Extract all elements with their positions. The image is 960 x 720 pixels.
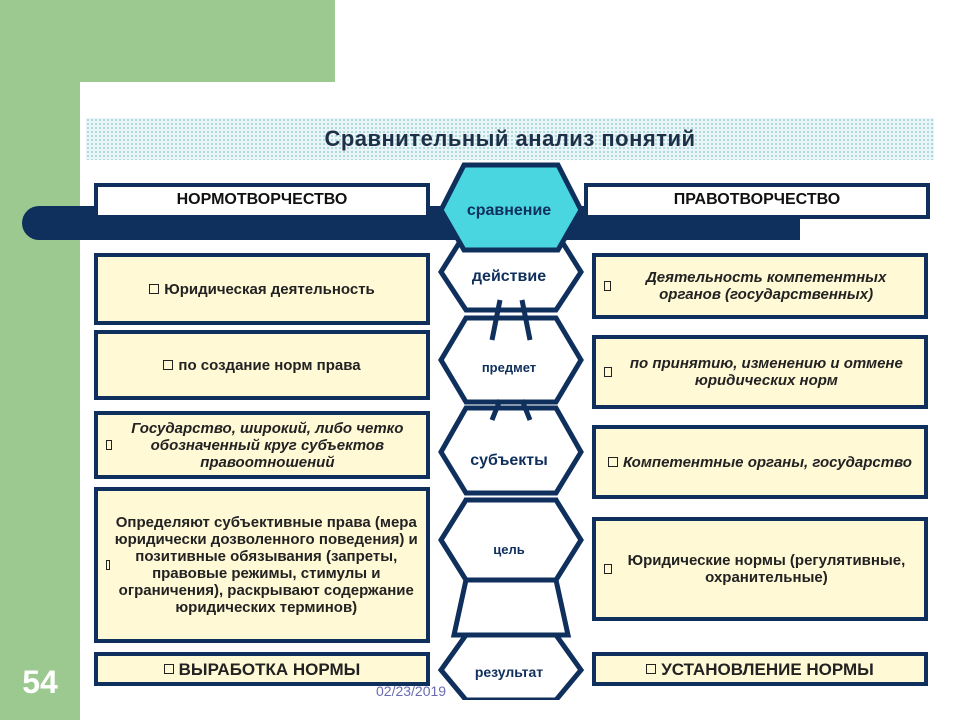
checkbox-icon (604, 564, 612, 574)
right-box-result: УСТАНОВЛЕНИЕ НОРМЫ (592, 652, 928, 686)
right-box-goal: Юридические нормы (регулятивные, охранит… (592, 517, 928, 621)
right-box-activity: Деятельность компетентных органов (госуд… (592, 253, 928, 319)
right-box-subjects: Компетентные органы, государство (592, 425, 928, 499)
chevron-tsel (438, 497, 584, 583)
slide-number: 54 (22, 664, 58, 700)
right-box-subject: по принятию, изменению и отмене юридичес… (592, 335, 928, 409)
checkbox-icon (163, 360, 174, 370)
chevron-subekty (438, 405, 584, 496)
checkbox-icon (163, 664, 174, 674)
slide-date: 02/23/2019 (376, 683, 447, 699)
checkbox-icon (608, 457, 619, 467)
left-box-activity: Юридическая деятельность (94, 253, 430, 325)
title-band (86, 118, 934, 160)
left-box-result: ВЫРАБОТКА НОРМЫ (94, 652, 430, 686)
checkbox-icon (106, 560, 110, 570)
chevron-rezultat (437, 632, 585, 700)
checkbox-icon (149, 284, 160, 294)
checkbox-icon (646, 664, 657, 674)
checkbox-icon (106, 440, 112, 450)
connector-4 (450, 577, 572, 638)
criterion-label: предмет (481, 360, 537, 375)
criterion-label: субъекты (470, 452, 548, 469)
right-header: ПРАВОТВОРЧЕСТВО (584, 183, 930, 219)
checkbox-icon (604, 281, 612, 291)
slide-title: Сравнительный анализ понятий (324, 126, 696, 151)
checkbox-icon (604, 367, 612, 377)
left-header: НОРМОТВОРЧЕСТВО (94, 183, 430, 219)
comparison-arrow (438, 162, 584, 253)
left-box-subject: по создание норм права (94, 330, 430, 400)
green-left-band (0, 0, 80, 720)
criterion-label: результат (474, 664, 544, 680)
arrow-chain (437, 162, 585, 700)
chevron-predmet (438, 315, 584, 405)
left-box-goal: Определяют субъективные права (мера юрид… (94, 487, 430, 643)
center-header: сравнение (466, 202, 552, 219)
criterion-label: действие (471, 268, 547, 285)
criterion-label: цель (493, 542, 525, 557)
left-box-subjects: Государство, широкий, либо четко обознач… (94, 411, 430, 479)
